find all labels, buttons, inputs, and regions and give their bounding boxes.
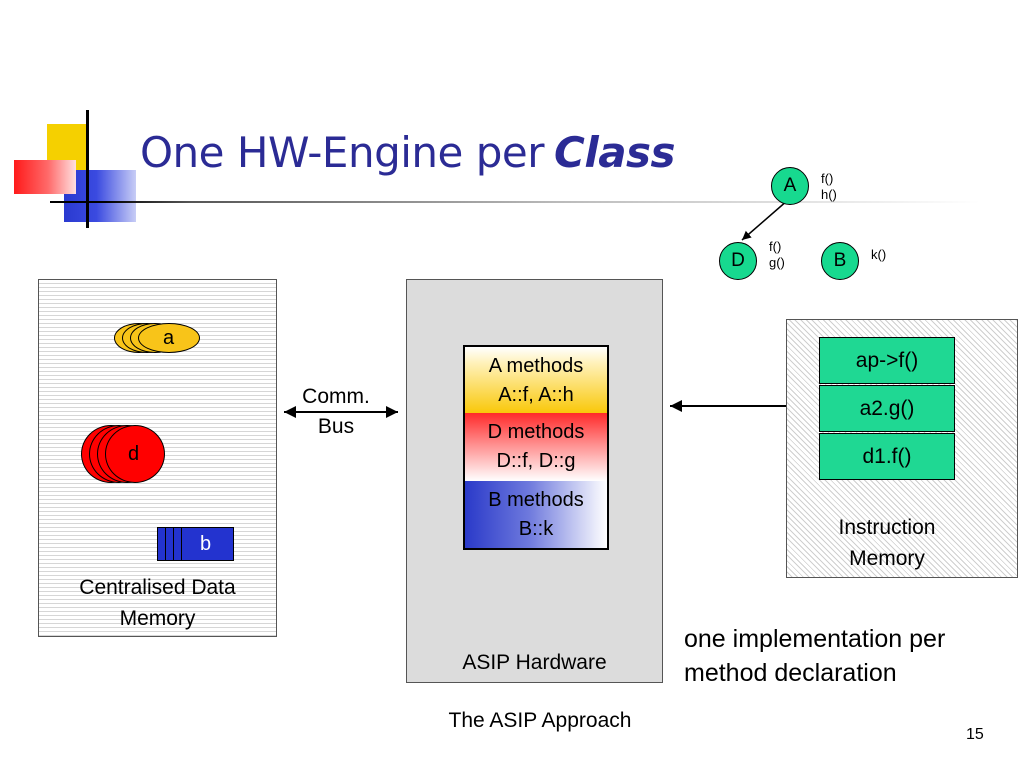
instruction-memory-label: Instruction Memory: [806, 512, 968, 574]
class-node-a-label: A: [783, 175, 797, 196]
class-a-method: h(): [821, 187, 837, 202]
method-group-items: D::f, D::g: [496, 450, 576, 472]
data-memory-label-line: Memory: [119, 607, 196, 630]
object-d-label: d: [128, 443, 140, 465]
class-node-d-label: D: [731, 250, 745, 271]
comm-bus-label-line: Bus: [317, 415, 355, 438]
method-group-title: A methods: [488, 355, 584, 377]
implementation-note: one implementation per method declaratio…: [684, 622, 945, 690]
object-a-label: a: [163, 327, 175, 349]
instruction-2: a2.g(): [819, 385, 955, 432]
method-group-b: B methods B::k: [465, 481, 607, 548]
inheritance-arrow: [741, 199, 789, 241]
comm-bus-label: Comm. Bus: [298, 382, 374, 442]
class-b-methods: k(): [871, 247, 886, 263]
object-a: [138, 323, 200, 353]
instruction-memory-label-line: Instruction: [838, 516, 936, 539]
comm-bus-arrow: [284, 406, 398, 418]
data-memory-label-line: Centralised Data: [79, 576, 236, 599]
class-node-a: A: [771, 167, 809, 205]
object-b: [181, 527, 234, 561]
method-group-items: A::f, A::h: [498, 384, 574, 406]
instruction-memory-label-line: Memory: [849, 547, 925, 570]
title-decoration-vertical-line: [86, 110, 89, 228]
class-node-d: D: [719, 242, 757, 280]
implementation-note-line: method declaration: [684, 659, 897, 687]
asip-hardware-label: ASIP Hardware: [462, 651, 607, 674]
title-main: One HW-Engine per: [140, 128, 545, 177]
method-group-items: B::k: [518, 518, 554, 540]
instruction-1: ap->f(): [819, 337, 955, 384]
title-decoration-blue: [64, 170, 136, 222]
class-d-methods: f() g(): [769, 239, 785, 271]
method-group-d: D methods D::f, D::g: [465, 413, 607, 481]
title-decoration-red: [14, 160, 76, 194]
method-table: A methods A::f, A::h D methods D::f, D::…: [463, 345, 609, 550]
page-number: 15: [966, 726, 984, 743]
comm-bus-label-line: Comm.: [302, 385, 370, 408]
class-node-b-label: B: [833, 250, 847, 271]
object-d: [105, 425, 165, 483]
class-b-method: k(): [871, 247, 887, 262]
method-group-title: B methods: [488, 489, 584, 511]
method-group-title: D methods: [487, 421, 585, 443]
title-emphasis: Class: [554, 128, 676, 177]
title-underline: [50, 201, 980, 203]
object-b-label: b: [200, 533, 212, 555]
class-d-method: f(): [769, 239, 782, 254]
data-memory-label: Centralised Data Memory: [38, 572, 277, 634]
class-d-method: g(): [769, 255, 785, 270]
class-a-method: f(): [821, 171, 834, 186]
instruction-3: d1.f(): [819, 433, 955, 480]
method-group-a: A methods A::f, A::h: [465, 347, 607, 413]
implementation-note-line: one implementation per: [684, 625, 946, 653]
class-node-b: B: [821, 242, 859, 280]
instruction-fetch-arrow: [670, 400, 786, 412]
diagram-caption: The ASIP Approach: [448, 709, 632, 732]
class-a-methods: f() h(): [821, 171, 837, 203]
